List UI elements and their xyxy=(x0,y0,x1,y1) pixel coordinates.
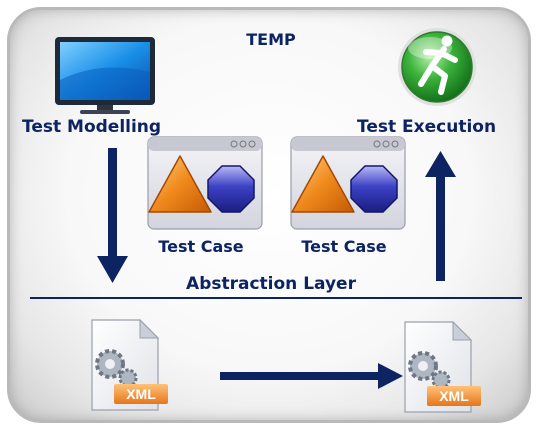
test-case-window-2 xyxy=(290,136,406,230)
octagon-shape xyxy=(350,165,398,213)
monitor-icon xyxy=(55,37,155,114)
abstraction-layer-label: Abstraction Layer xyxy=(186,274,356,294)
test-case-label-1: Test Case xyxy=(158,237,244,256)
diagram-title: TEMP xyxy=(246,30,296,49)
triangle-shape xyxy=(291,155,355,213)
right-arrow xyxy=(220,363,403,389)
xml-badge-2: XML xyxy=(439,388,469,404)
down-arrow xyxy=(97,148,128,283)
up-arrow xyxy=(425,151,456,281)
test-case-label-2: Test Case xyxy=(301,237,387,256)
xml-badge-1: XML xyxy=(126,386,156,402)
test-case-window-1 xyxy=(147,136,263,230)
triangle-shape xyxy=(148,155,212,213)
runner-icon xyxy=(398,28,476,106)
octagon-shape xyxy=(207,165,255,213)
test-execution-label: Test Execution xyxy=(357,117,497,137)
xml-file-icon: XML xyxy=(404,320,481,413)
xml-file-icon: XML xyxy=(91,318,168,411)
test-modelling-label: Test Modelling xyxy=(22,117,162,137)
